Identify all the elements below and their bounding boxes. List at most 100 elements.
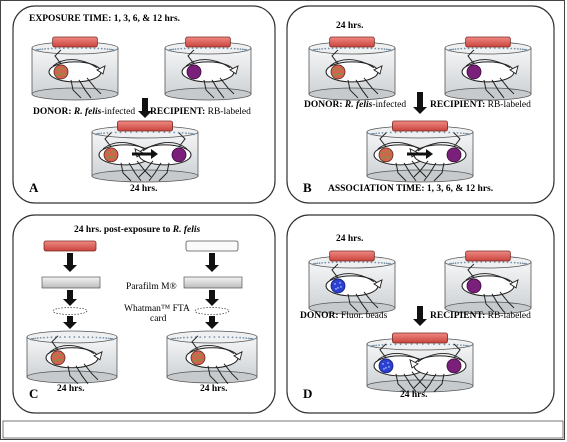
mesh-icon bbox=[103, 132, 105, 135]
mesh-icon bbox=[174, 48, 177, 51]
panel-b-donor-label: DONOR: R. felis-infected bbox=[304, 100, 407, 110]
mesh-icon bbox=[457, 261, 460, 264]
rb-labeled-gut-icon bbox=[171, 147, 187, 163]
mesh-icon bbox=[335, 47, 338, 50]
container-base bbox=[164, 87, 252, 101]
mesh-icon bbox=[460, 47, 463, 50]
mesh-icon bbox=[95, 336, 98, 339]
mesh-icon bbox=[233, 47, 236, 50]
mesh-icon bbox=[190, 336, 193, 339]
rb-labeled-gut-icon bbox=[466, 64, 482, 80]
rickettsia-icon bbox=[61, 68, 65, 70]
mesh-icon bbox=[480, 261, 483, 263]
mesh-icon bbox=[36, 337, 39, 340]
mesh-icon bbox=[71, 47, 74, 49]
mesh-icon bbox=[339, 261, 342, 264]
blood-feeder-icon bbox=[329, 36, 375, 48]
down-arrow-icon bbox=[209, 253, 215, 266]
mesh-icon bbox=[54, 47, 57, 50]
feeding-unit bbox=[366, 332, 474, 393]
bead-icon bbox=[340, 286, 342, 288]
mesh-icon bbox=[130, 131, 132, 134]
mesh-icon bbox=[190, 132, 192, 135]
container-base bbox=[444, 301, 532, 315]
mesh-icon bbox=[163, 131, 166, 134]
bead-icon bbox=[382, 362, 384, 365]
mesh-icon bbox=[510, 261, 513, 264]
infected-blood-feeder-icon bbox=[43, 240, 97, 252]
mesh-icon bbox=[452, 262, 455, 265]
mesh-icon bbox=[183, 47, 186, 50]
mesh-icon bbox=[67, 47, 70, 49]
mesh-icon bbox=[493, 47, 496, 49]
infected-gut-icon bbox=[53, 64, 69, 80]
mesh-icon bbox=[173, 131, 176, 134]
mesh-icon bbox=[450, 262, 453, 265]
blood-feeder-icon bbox=[465, 36, 511, 48]
mesh-icon bbox=[370, 261, 373, 264]
rickettsia-icon bbox=[333, 69, 337, 71]
mesh-icon bbox=[103, 47, 106, 50]
mesh-icon bbox=[366, 261, 369, 264]
down-arrow-icon bbox=[413, 319, 427, 326]
mesh-icon bbox=[59, 336, 62, 339]
rickettsia-icon bbox=[387, 156, 391, 158]
caption-box bbox=[2, 420, 564, 439]
right-arrow-icon bbox=[426, 149, 433, 159]
mesh-icon bbox=[31, 338, 34, 340]
mesh-icon bbox=[63, 336, 66, 338]
mesh-icon bbox=[46, 336, 49, 339]
mesh-icon bbox=[362, 47, 365, 50]
container-base bbox=[366, 379, 474, 393]
mesh-icon bbox=[236, 47, 239, 50]
mesh-icon bbox=[180, 47, 183, 50]
mesh-icon bbox=[465, 132, 467, 135]
mesh-icon bbox=[222, 47, 225, 50]
mesh-icon bbox=[484, 47, 487, 49]
mesh-icon bbox=[375, 344, 378, 347]
mesh-icon bbox=[106, 131, 109, 134]
mesh-icon bbox=[339, 47, 342, 50]
feeding-unit bbox=[91, 120, 199, 183]
panel-d-recipient-label: RECIPIENT: RB-labeled bbox=[430, 311, 531, 321]
mesh-icon bbox=[513, 261, 516, 264]
mesh-icon bbox=[78, 336, 81, 338]
mesh-icon bbox=[421, 131, 424, 133]
bead-icon bbox=[385, 366, 387, 369]
mesh-icon bbox=[119, 131, 122, 134]
mesh-icon bbox=[335, 261, 338, 264]
mesh-icon bbox=[377, 261, 380, 264]
mesh-icon bbox=[443, 131, 446, 134]
blood-feeder-icon bbox=[465, 250, 511, 262]
mesh-icon bbox=[443, 343, 446, 346]
down-arrow-icon bbox=[209, 290, 215, 300]
container-rim bbox=[166, 330, 258, 344]
rickettsia-icon bbox=[381, 152, 385, 154]
mesh-icon bbox=[100, 47, 103, 50]
panel-a bbox=[12, 5, 276, 204]
mesh-icon bbox=[158, 131, 160, 134]
panel-b-letter: B bbox=[303, 180, 312, 195]
mesh-icon bbox=[68, 336, 71, 338]
mesh-icon bbox=[390, 49, 392, 52]
rb-labeled-gut-icon bbox=[186, 64, 202, 80]
mesh-icon bbox=[377, 47, 380, 50]
rickettsia-icon bbox=[59, 73, 63, 75]
mesh-icon bbox=[76, 47, 79, 49]
mesh-icon bbox=[93, 47, 96, 50]
panel-b-header: 24 hrs. bbox=[336, 21, 364, 31]
rickettsia-icon bbox=[53, 360, 57, 362]
mesh-icon bbox=[62, 47, 65, 50]
mesh-icon bbox=[231, 336, 234, 339]
feeding-unit bbox=[31, 36, 119, 101]
mesh-icon bbox=[204, 47, 207, 49]
mesh-icon bbox=[373, 132, 375, 135]
mesh-icon bbox=[100, 132, 103, 135]
mesh-icon bbox=[39, 336, 42, 339]
mesh-icon bbox=[457, 47, 460, 50]
right-arrow-icon bbox=[407, 152, 427, 156]
mesh-icon bbox=[171, 338, 174, 340]
mesh-icon bbox=[399, 343, 402, 346]
mesh-icon bbox=[85, 47, 88, 50]
